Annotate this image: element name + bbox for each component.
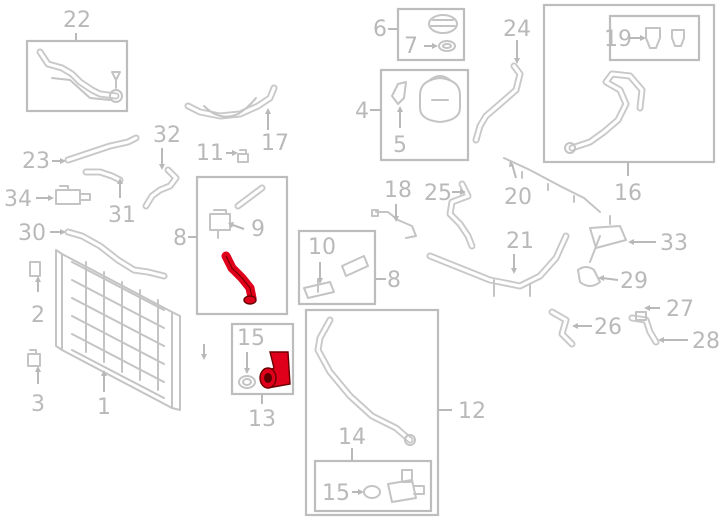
- part-12-drawing: [314, 316, 416, 446]
- part-26-drawing: [548, 308, 576, 348]
- part-16-drawing: [564, 70, 646, 154]
- label-11: 11: [196, 141, 224, 166]
- part-31-drawing: [82, 168, 124, 184]
- label-20: 20: [504, 185, 532, 210]
- box-8-9: [195, 175, 289, 316]
- label-15-box14: 15: [322, 481, 350, 506]
- label-5: 5: [393, 133, 407, 158]
- part-32-drawing: [142, 166, 180, 210]
- part-number-labels: 22 6 7 4 5 24 19 16 17 11 23 32 31 34 30…: [4, 8, 720, 506]
- part-2-drawing: [29, 261, 41, 277]
- part-23-drawing: [64, 134, 140, 164]
- part-4-5-drawing: [391, 75, 461, 123]
- label-3: 3: [31, 392, 45, 417]
- label-24: 24: [503, 17, 531, 42]
- label-29: 29: [620, 269, 648, 294]
- part-21-drawing: [426, 232, 570, 297]
- label-17: 17: [261, 131, 289, 156]
- part-9-drawing: [209, 184, 266, 239]
- label-34: 34: [4, 187, 32, 212]
- box-19: [608, 14, 701, 62]
- label-32: 32: [153, 123, 181, 148]
- label-30: 30: [18, 221, 46, 246]
- label-9: 9: [251, 217, 265, 242]
- label-18: 18: [384, 178, 412, 203]
- label-1: 1: [97, 395, 111, 420]
- leader-lines: [35, 28, 688, 495]
- box-4-5: [379, 68, 470, 162]
- part-34-drawing: [55, 185, 91, 205]
- label-14: 14: [338, 425, 366, 450]
- label-27: 27: [666, 297, 694, 322]
- label-28: 28: [692, 329, 720, 354]
- part-10-drawing: [303, 255, 369, 299]
- label-6: 6: [373, 17, 387, 42]
- label-7: 7: [404, 34, 418, 59]
- part-33-drawing: [589, 215, 627, 263]
- part-3-drawing: [27, 349, 41, 367]
- box-12: [304, 308, 440, 517]
- part-30-drawing: [64, 228, 168, 280]
- part-17-drawing: [184, 84, 278, 120]
- part-1-radiator-drawing: [55, 249, 181, 411]
- label-16: 16: [614, 181, 642, 206]
- box-10: [297, 229, 377, 306]
- label-33: 33: [660, 231, 688, 256]
- part-15-ring-drawing: [363, 485, 381, 499]
- label-25: 25: [424, 181, 452, 206]
- part-24-drawing: [472, 62, 524, 144]
- part-20-drawing: [503, 157, 601, 213]
- label-21: 21: [506, 229, 534, 254]
- label-19: 19: [604, 27, 632, 52]
- box-14: [313, 459, 433, 513]
- part-14-drawing: [387, 469, 425, 503]
- label-22: 22: [63, 8, 91, 33]
- highlighted-elbow-13: [259, 351, 291, 389]
- part-11-drawing: [237, 149, 249, 163]
- label-12: 12: [458, 399, 486, 424]
- part-19-drawing: [645, 27, 685, 49]
- part-6-7-drawing: [428, 14, 458, 52]
- label-15-box13: 15: [237, 326, 265, 351]
- label-31: 31: [108, 203, 136, 228]
- label-10: 10: [308, 235, 336, 260]
- label-23: 23: [22, 149, 50, 174]
- label-8-right: 8: [387, 268, 401, 293]
- part-27-28-drawing: [628, 311, 660, 346]
- part-22-drawing: [36, 48, 123, 103]
- part-15-ring-box13-drawing: [238, 375, 256, 389]
- box-6-7: [396, 7, 466, 62]
- label-2: 2: [31, 303, 45, 328]
- part-18-drawing: [371, 209, 417, 239]
- label-26: 26: [594, 315, 622, 340]
- label-4: 4: [355, 99, 369, 124]
- part-29-drawing: [577, 266, 601, 287]
- label-8-left: 8: [173, 226, 187, 251]
- highlighted-hose-8: [221, 251, 257, 305]
- part-25-drawing: [446, 180, 476, 250]
- label-13: 13: [248, 407, 276, 432]
